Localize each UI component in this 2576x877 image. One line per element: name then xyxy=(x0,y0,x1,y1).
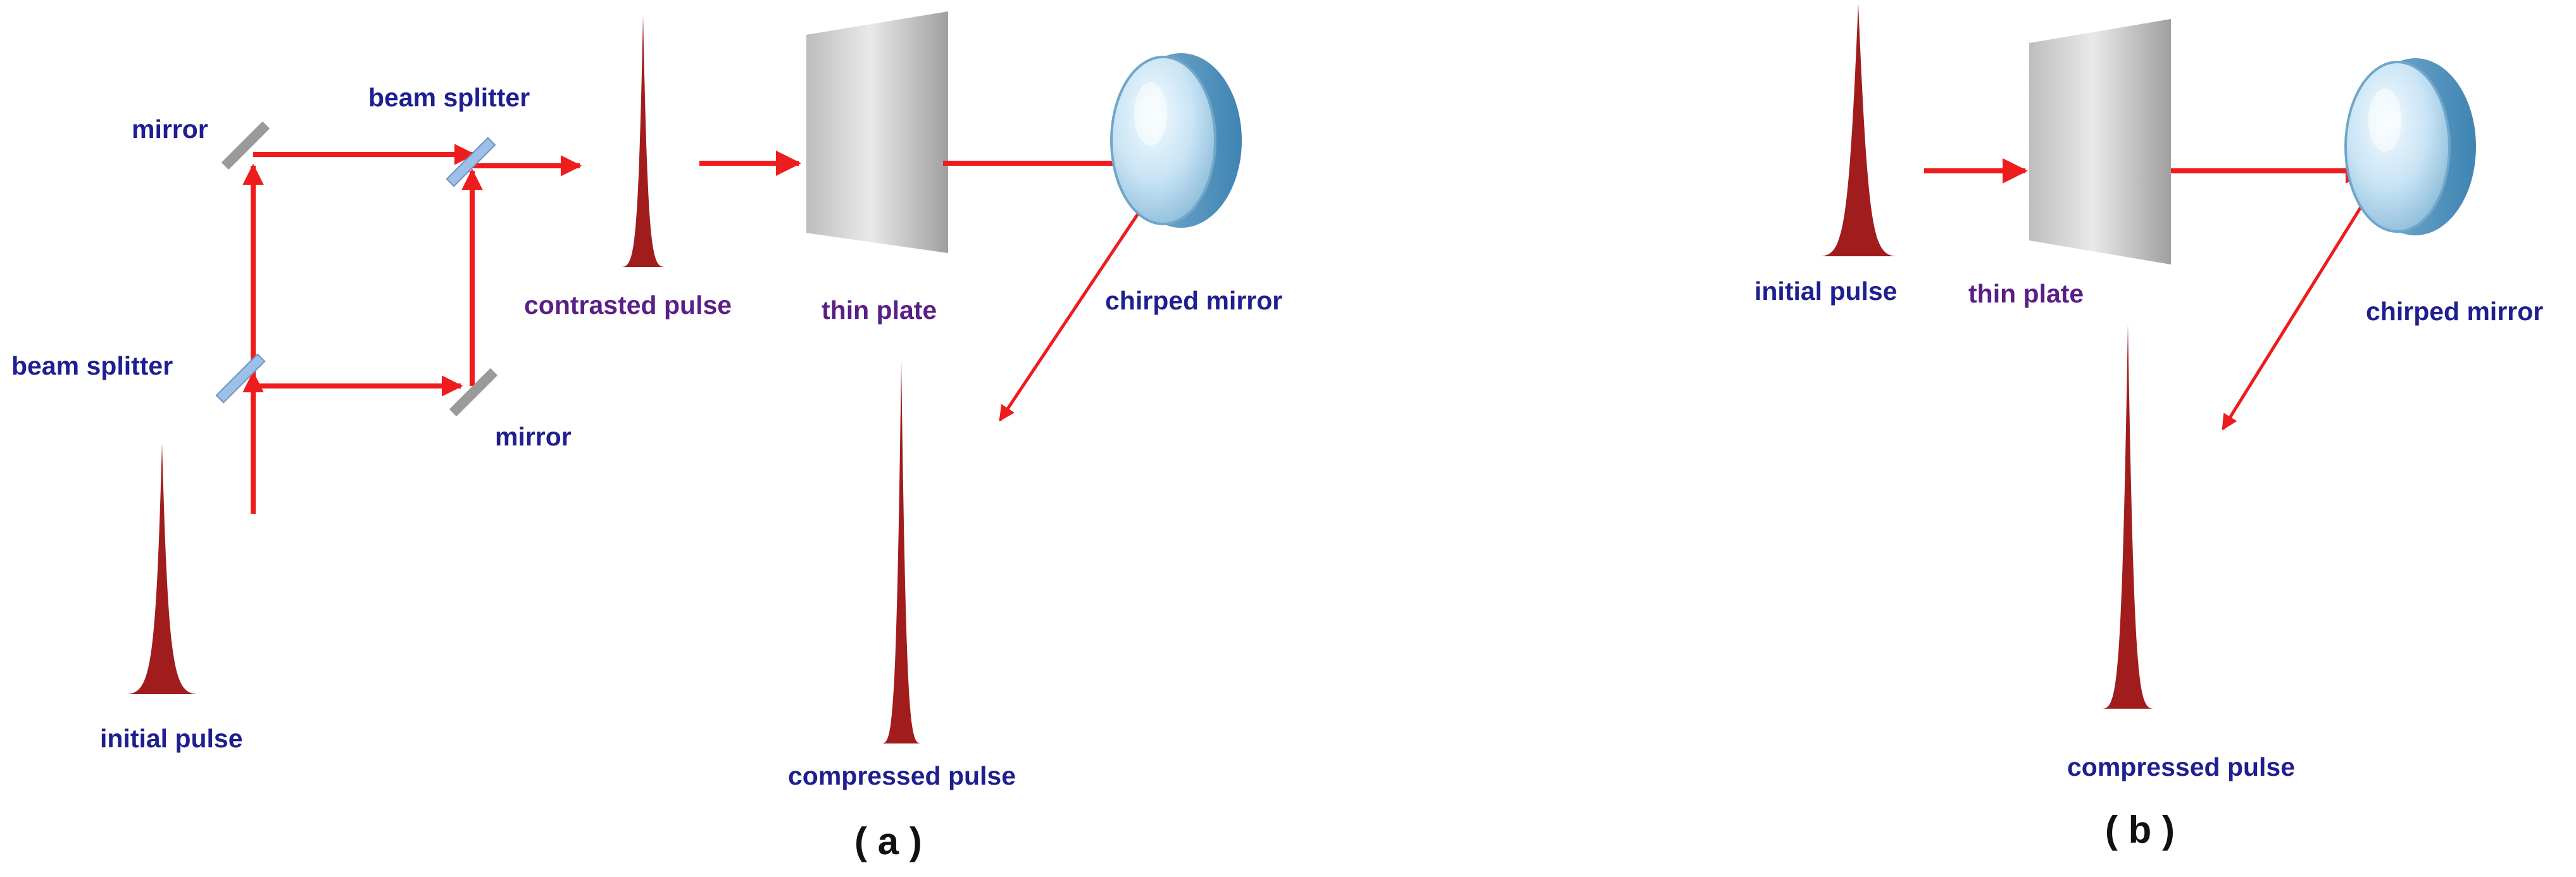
beam-splitter-left xyxy=(215,353,266,404)
label-mirror-bottom: mirror xyxy=(495,422,572,451)
panel-a: mirror beam splitter beam splitter mirro… xyxy=(11,11,1282,862)
compressed-pulse-a xyxy=(881,361,922,743)
contrasted-pulse xyxy=(620,15,666,267)
chirped-mirror-b xyxy=(2344,58,2476,235)
panel-b: initial pulse thin plate chirped mirror … xyxy=(1754,4,2543,851)
label-thin-plate-a: thin plate xyxy=(822,295,937,325)
label-compressed-pulse-b: compressed pulse xyxy=(2067,752,2295,781)
initial-pulse-b xyxy=(1818,4,1899,256)
reflected-beam-b xyxy=(2221,173,2383,431)
label-chirped-mirror-b: chirped mirror xyxy=(2366,297,2543,326)
label-beam-splitter-left: beam splitter xyxy=(11,351,173,380)
chirped-mirror-a xyxy=(1110,53,1242,228)
label-chirped-mirror-a: chirped mirror xyxy=(1105,286,1282,315)
label-mirror-top: mirror xyxy=(132,115,208,144)
interferometer-beams xyxy=(242,144,582,514)
label-thin-plate-b: thin plate xyxy=(1968,279,2084,308)
label-contrasted-pulse: contrasted pulse xyxy=(524,290,732,320)
label-initial-pulse-a: initial pulse xyxy=(100,724,243,753)
label-initial-pulse-b: initial pulse xyxy=(1754,277,1898,306)
thin-plate-a xyxy=(806,11,948,253)
beam-splitter-top xyxy=(446,137,496,187)
mirror-bottom-right xyxy=(449,368,498,417)
label-beam-splitter-top: beam splitter xyxy=(368,83,530,112)
panel-a-label: ( a ) xyxy=(854,820,922,862)
initial-pulse-a xyxy=(125,443,199,694)
label-compressed-pulse-a: compressed pulse xyxy=(788,761,1016,790)
panel-b-label: ( b ) xyxy=(2105,809,2175,851)
mirror-top-left xyxy=(221,121,270,170)
thin-plate-b xyxy=(2029,19,2171,264)
compressed-pulse-b xyxy=(2101,324,2154,709)
